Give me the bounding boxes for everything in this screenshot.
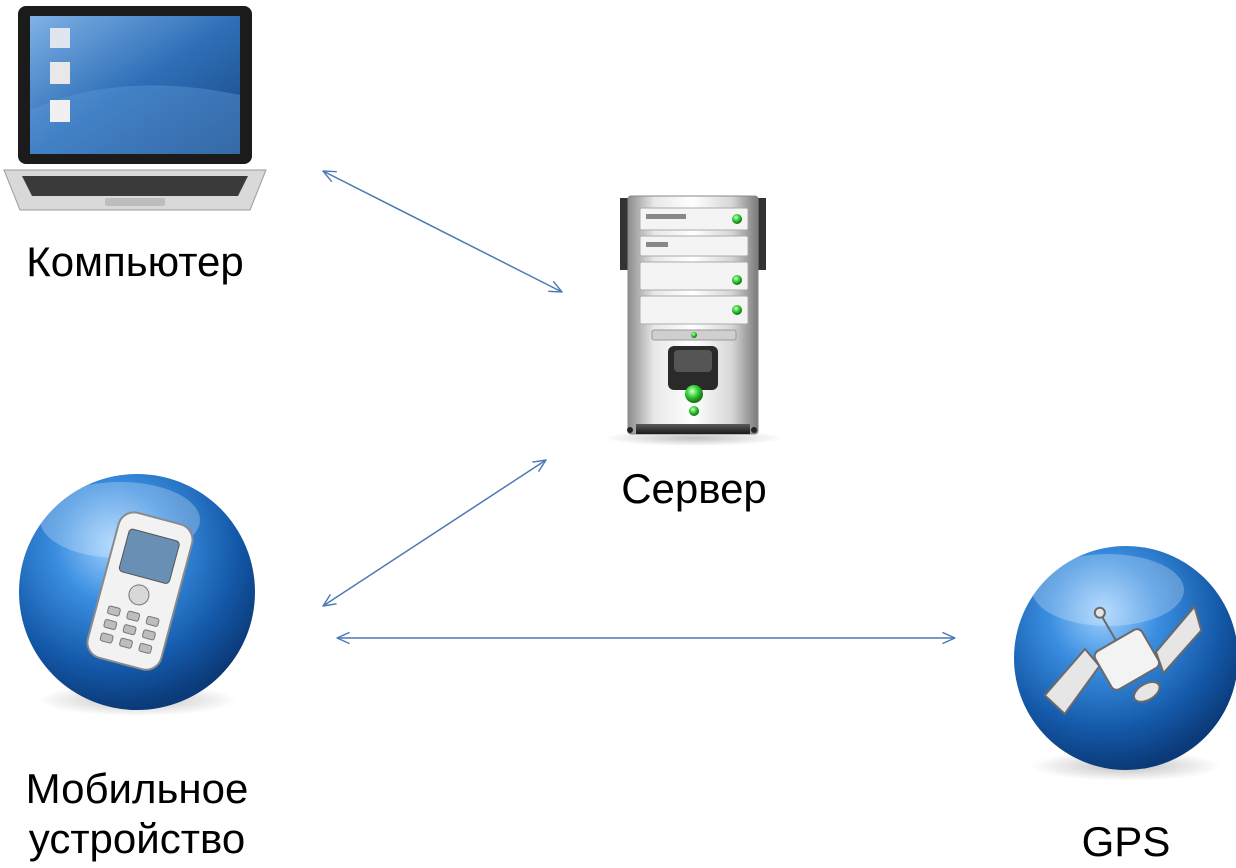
arrow-mobile-server xyxy=(323,460,546,606)
server-label: Сервер xyxy=(621,465,767,512)
satellite-globe-icon xyxy=(1014,546,1236,781)
arrow-computer-server xyxy=(323,171,562,292)
laptop-icon xyxy=(3,6,267,211)
mobile-label-line1: Мобильное xyxy=(26,765,249,812)
computer-label: Компьютер xyxy=(26,238,243,285)
mobile-label-line2: устройство xyxy=(29,815,245,862)
server-tower-icon xyxy=(603,195,783,446)
mobile-phone-globe-icon xyxy=(19,474,255,716)
gps-label: GPS xyxy=(1082,818,1171,865)
